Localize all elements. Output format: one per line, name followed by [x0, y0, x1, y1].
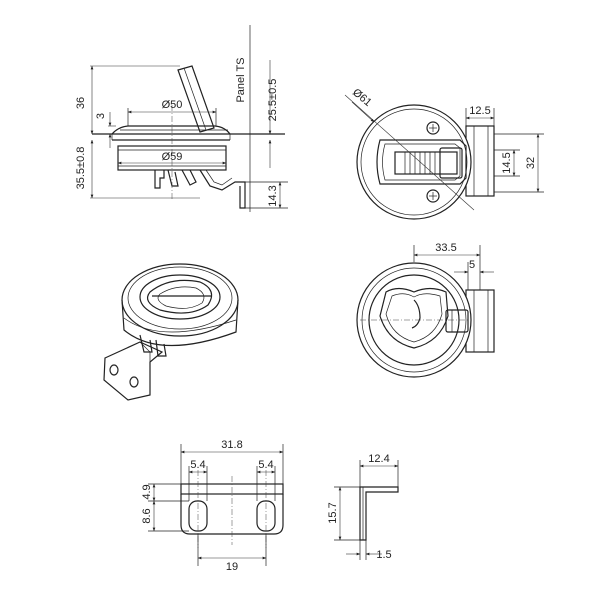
bracket-front-view: 31.8 5.4 5.4 4.9 8.6 19: [141, 439, 284, 573]
dim-14-5: 14.5: [501, 152, 513, 173]
dim-25-5: 25.5±0.5: [267, 79, 279, 122]
dim-5-4-left: 5.4: [190, 459, 205, 471]
dim-4-9: 4.9: [141, 484, 153, 499]
isometric-view: [103, 263, 239, 401]
dim-8-6: 8.6: [141, 508, 153, 523]
top-view: Ø61 12.5 14.5 32: [344, 86, 544, 220]
dim-12-5: 12.5: [469, 105, 490, 117]
dim-3: 3: [95, 113, 107, 119]
dim-5-4-right: 5.4: [258, 459, 273, 471]
dim-32: 32: [525, 157, 537, 169]
dim-d50: Ø50: [162, 99, 183, 111]
side-view: 36 3 Ø50 Ø59 Panel TS 25.5±0.5 35.5±0.8 …: [75, 25, 288, 212]
screw-top: [426, 121, 440, 135]
back-view: 33.5 5: [356, 242, 495, 378]
dim-33-5: 33.5: [435, 242, 456, 254]
dim-35-5: 35.5±0.8: [75, 147, 87, 190]
dim-19: 19: [226, 561, 238, 573]
dim-1-5: 1.5: [376, 549, 391, 561]
dim-d59: Ø59: [162, 151, 183, 163]
dim-15-7: 15.7: [327, 502, 339, 523]
screw-bottom: [426, 189, 440, 203]
panel-ts-label: Panel TS: [235, 57, 247, 102]
dim-12-4: 12.4: [368, 453, 389, 465]
dim-36: 36: [75, 97, 87, 109]
dim-31-8: 31.8: [221, 439, 242, 451]
dim-14-3: 14.3: [267, 185, 279, 206]
dim-5: 5: [469, 259, 475, 271]
bracket-side-view: 12.4 15.7 1.5: [327, 453, 399, 561]
dim-d61: Ø61: [350, 86, 374, 109]
